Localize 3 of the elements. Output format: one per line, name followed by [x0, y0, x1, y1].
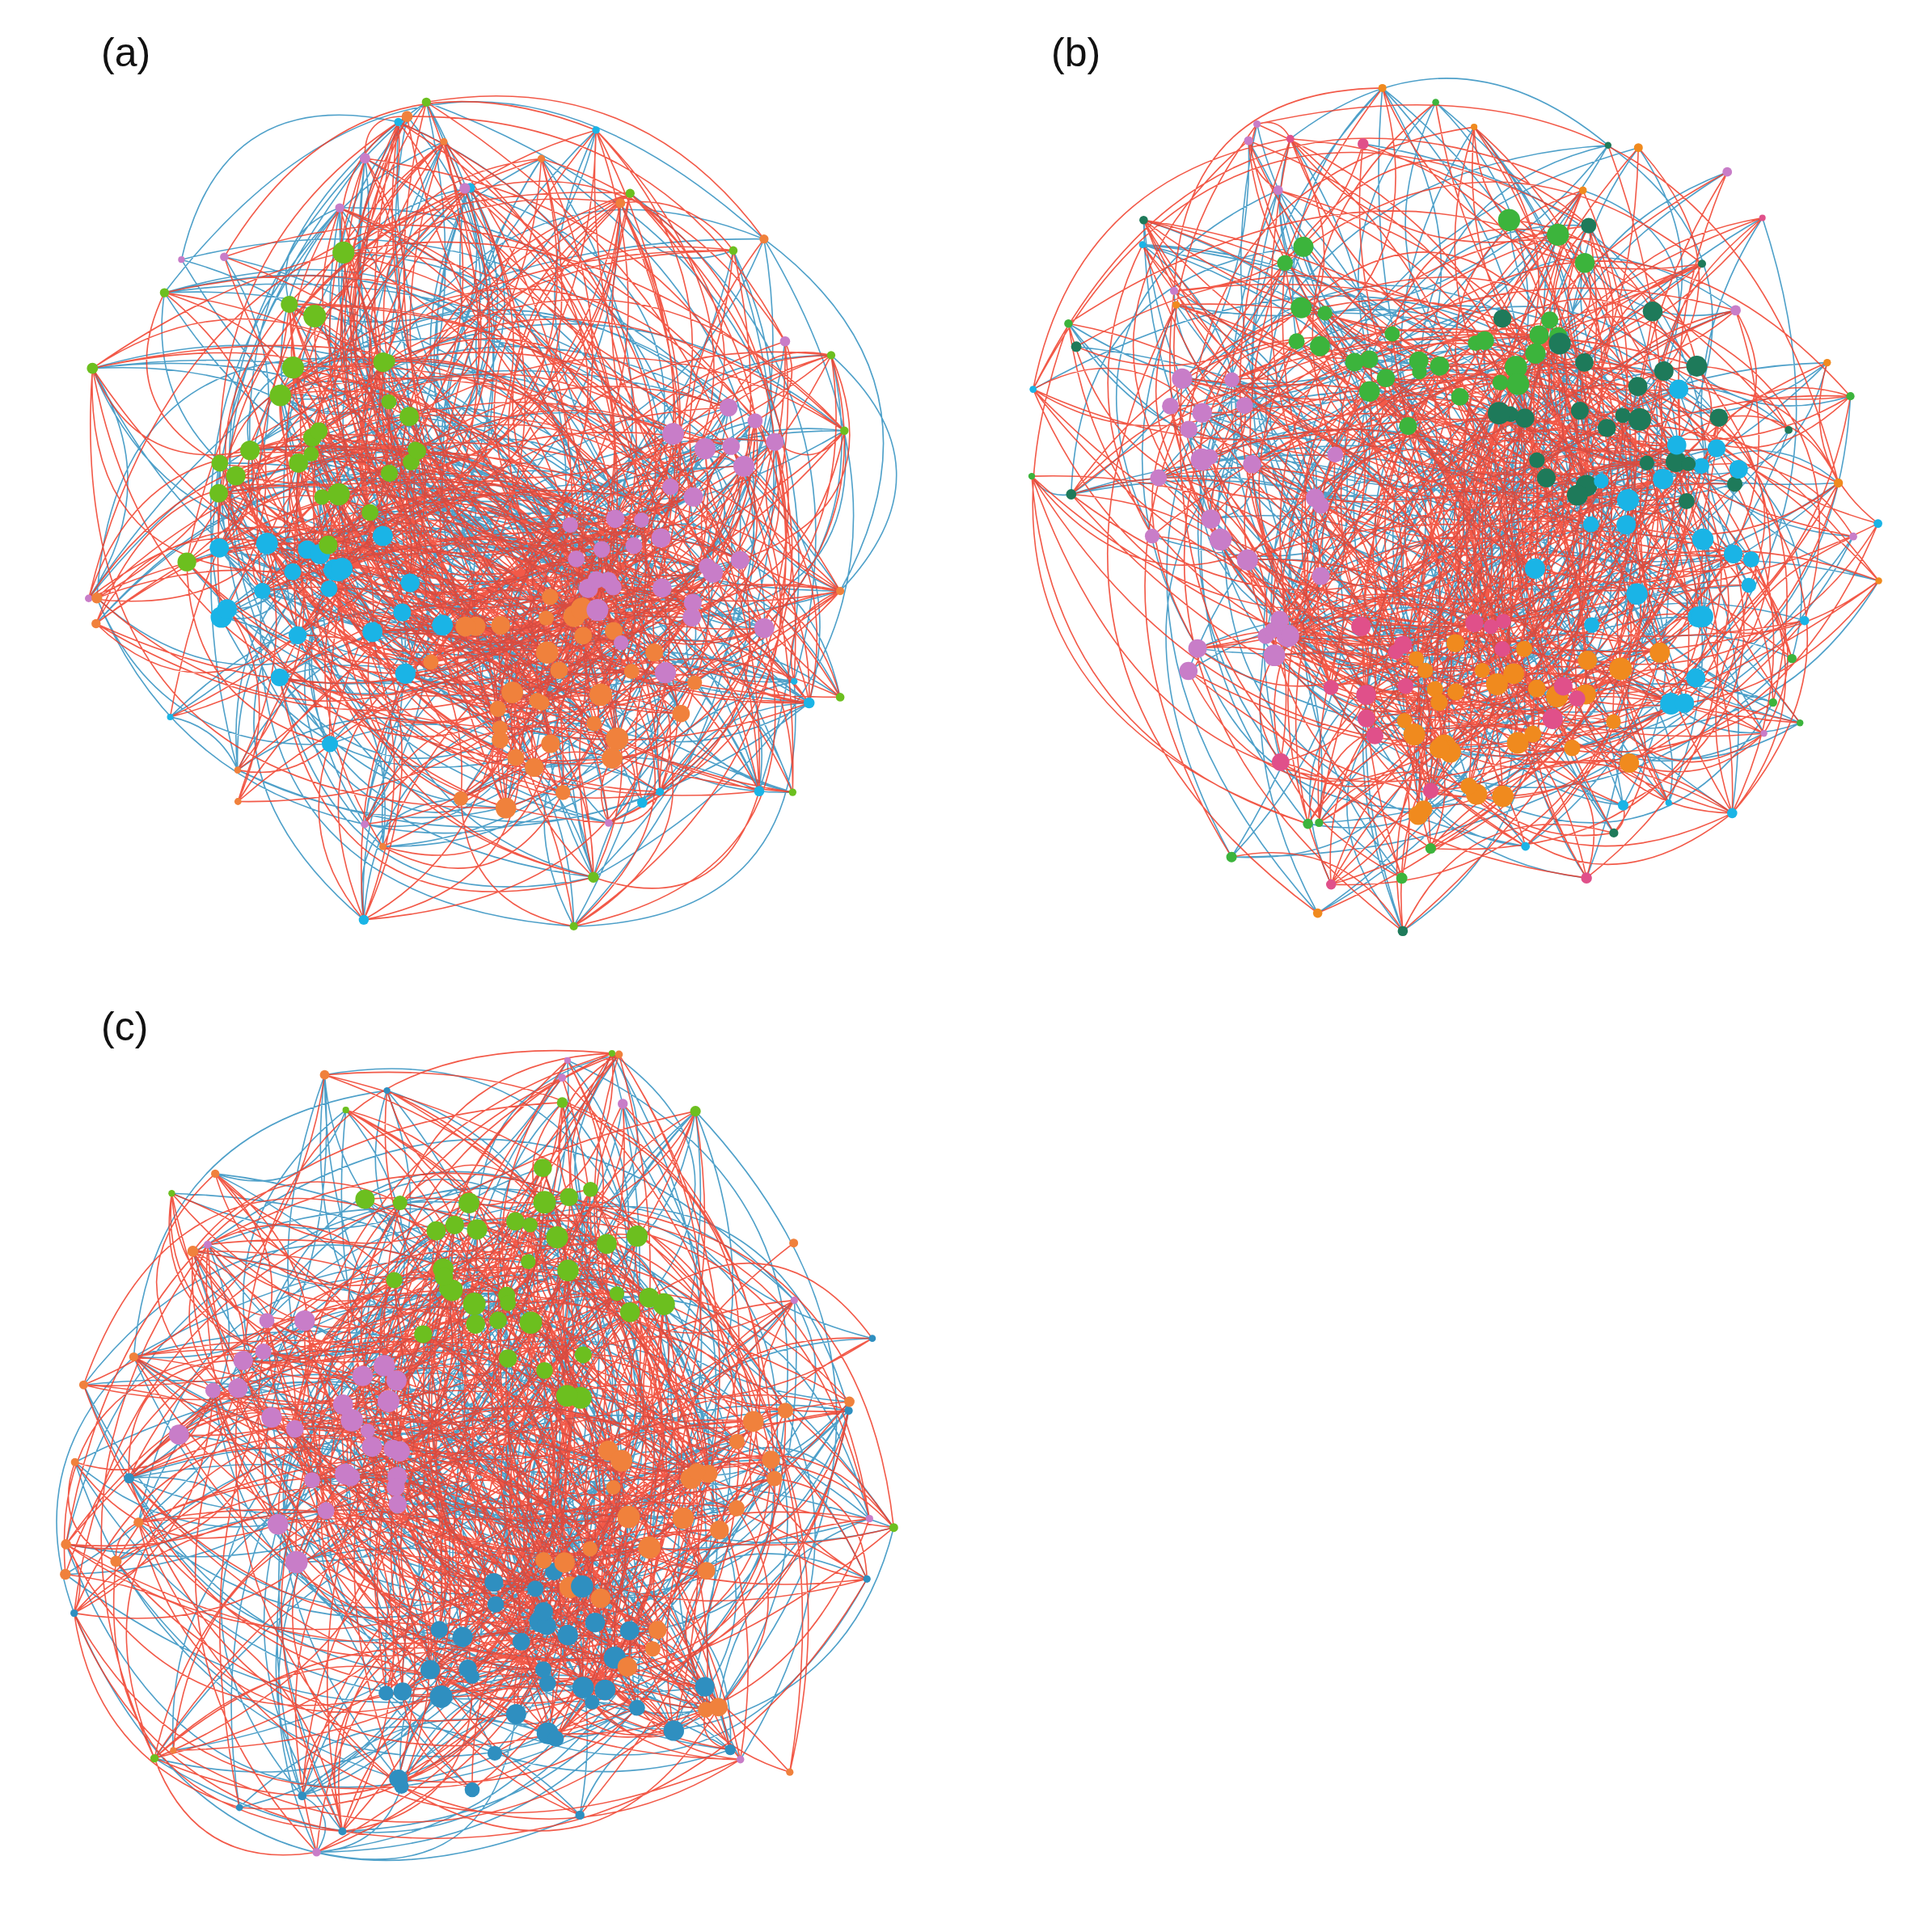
panel-label: (a): [101, 32, 151, 73]
panel-label: (c): [101, 1006, 149, 1047]
panel-label: (b): [1051, 32, 1101, 73]
